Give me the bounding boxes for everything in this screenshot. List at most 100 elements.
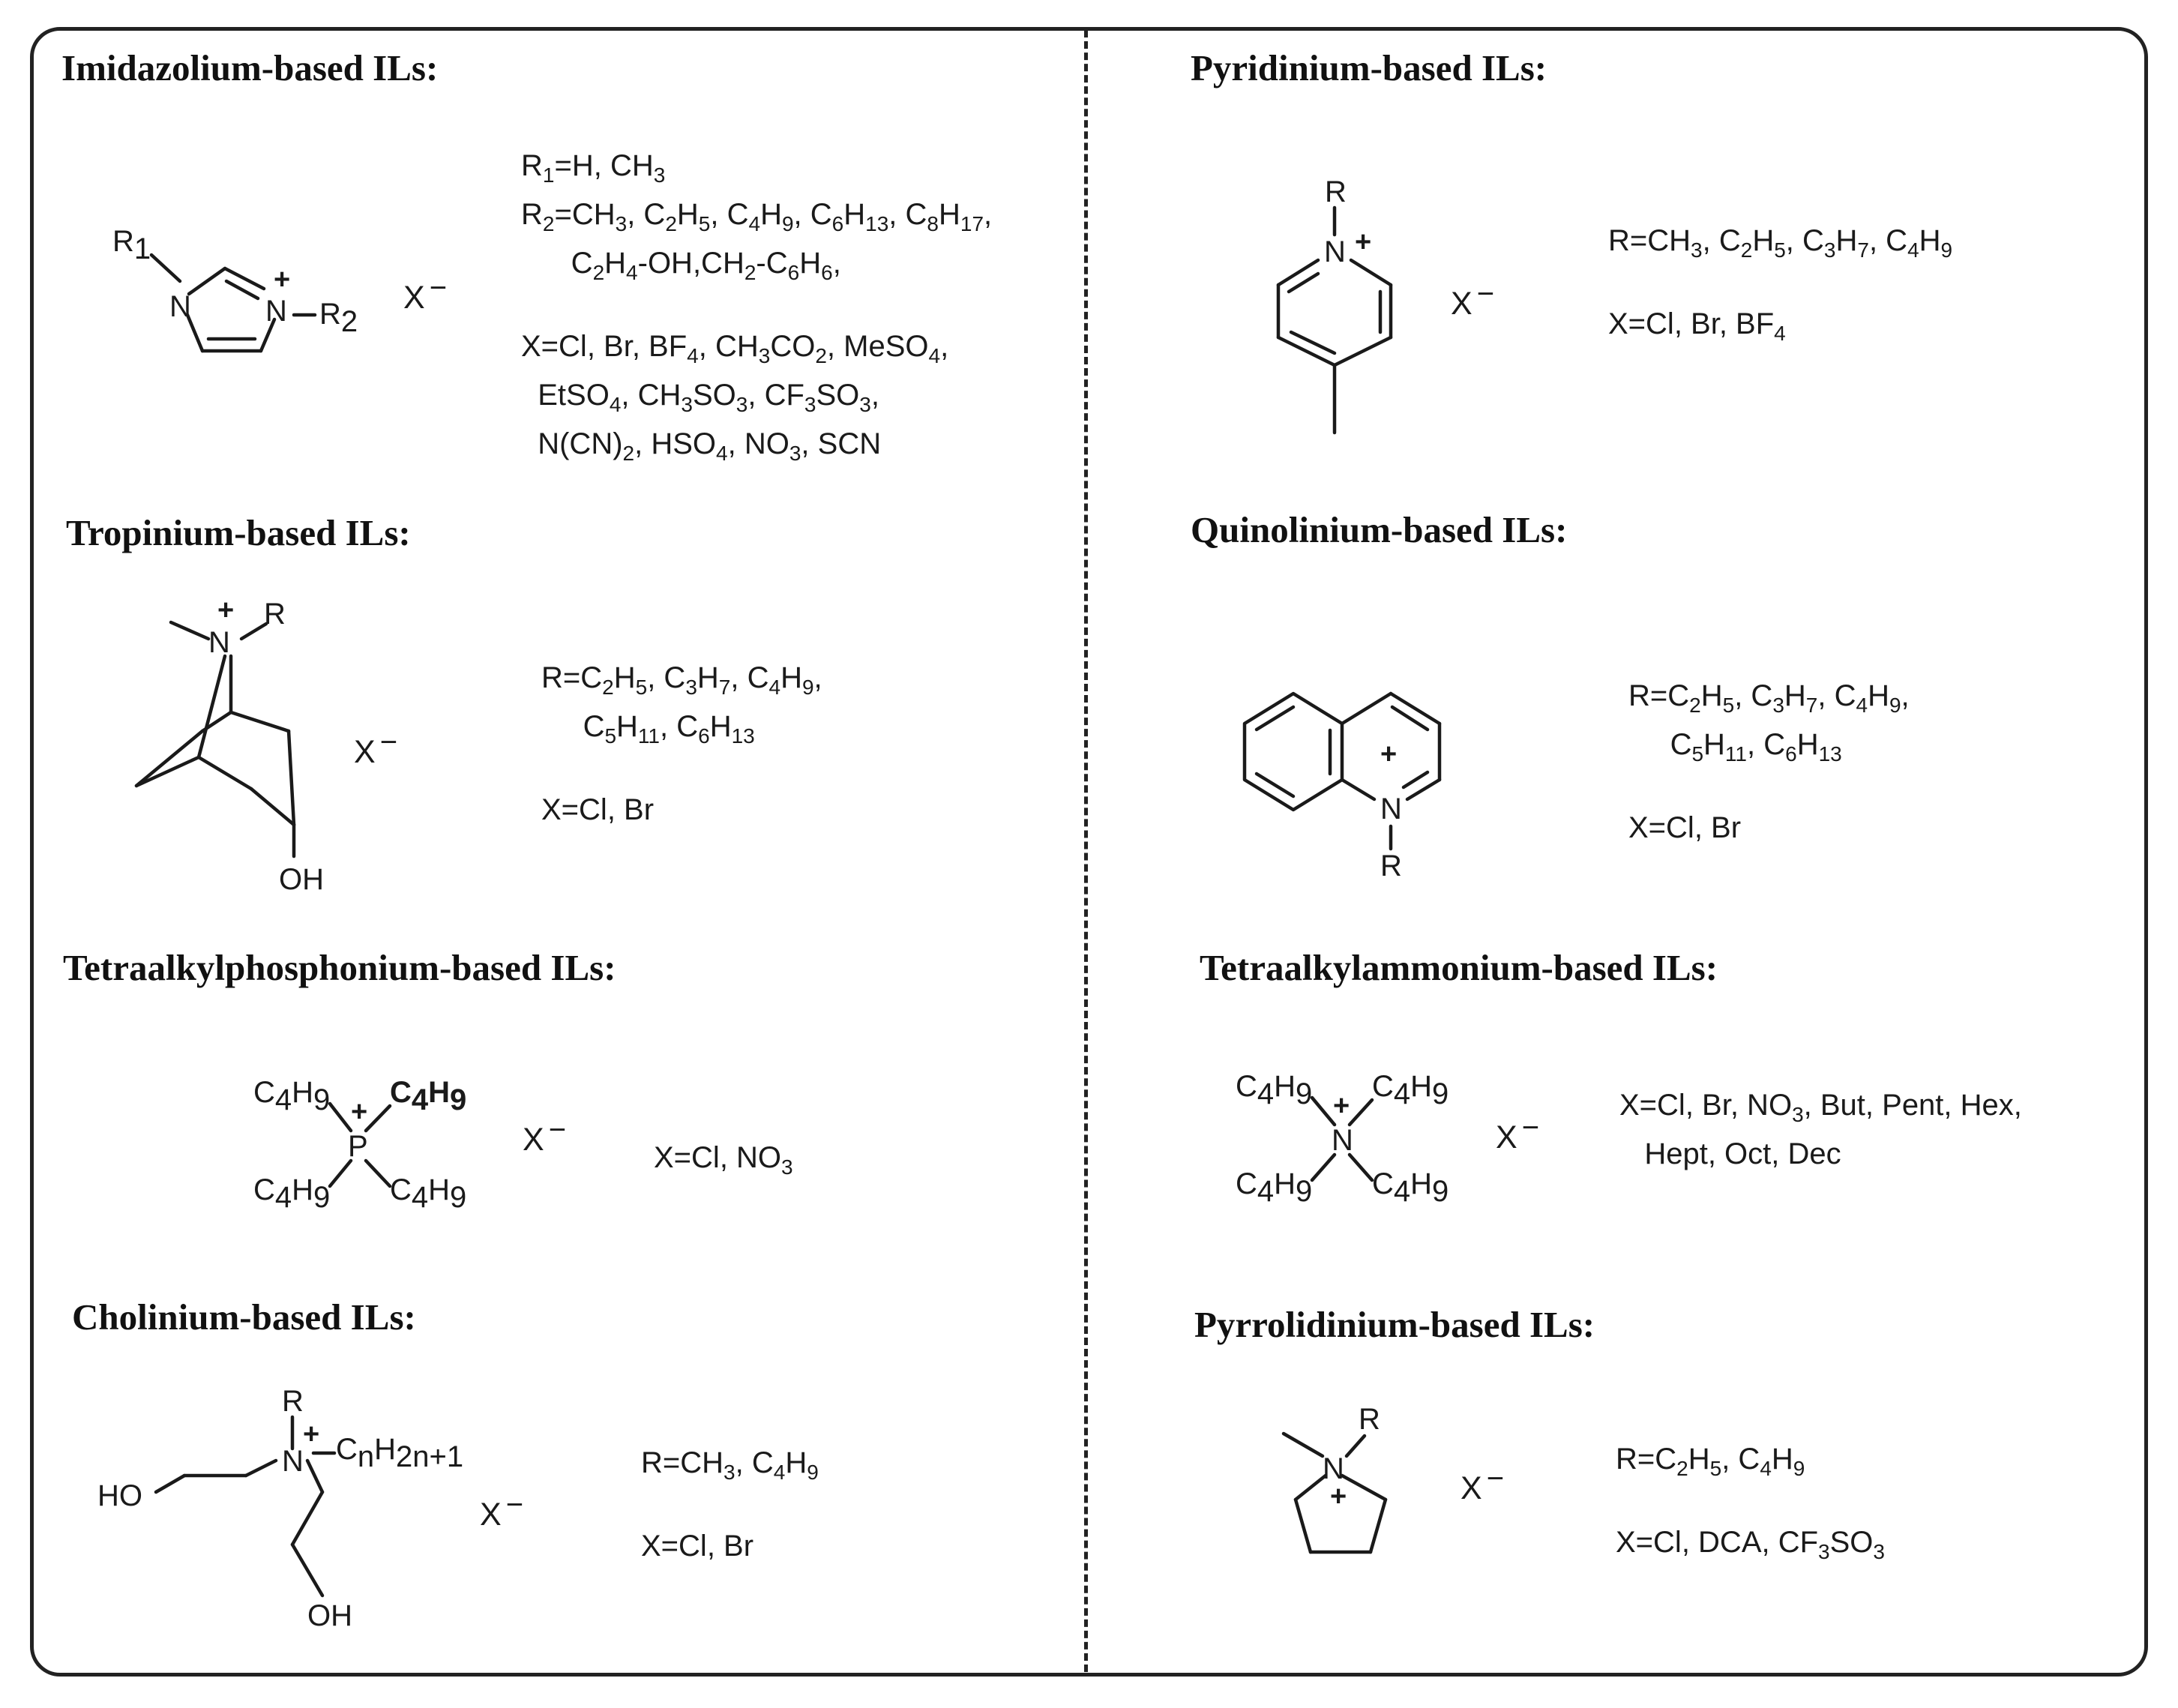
formula-text: H — [1703, 728, 1725, 761]
formula-text: N(CN) — [521, 427, 623, 460]
formula-text: , C — [627, 198, 666, 231]
quinolinium-title: Quinolinium-based ILs: — [1191, 509, 1568, 550]
quinolinium-charge: + — [1380, 739, 1397, 770]
tropinium-title: Tropinium-based ILs: — [66, 512, 411, 553]
formula-text: H — [709, 710, 732, 743]
formula-subscript: 3 — [685, 676, 697, 699]
formula-subscript: 5 — [1691, 742, 1704, 766]
formula-subscript: 2 — [665, 212, 677, 235]
formula-text: X=Cl, Br, NO — [1619, 1089, 1793, 1122]
cholinium-structure: R N + CnH2n+1 HO OH — [97, 1385, 463, 1632]
formula-text: CO — [770, 330, 816, 363]
formula-subscript: 3 — [653, 163, 666, 187]
formula-subscript: 11 — [637, 724, 660, 748]
formula-text: , C — [1702, 224, 1741, 257]
substituent-line: R=C2H5, C3H7, C4H9, — [1628, 676, 1910, 725]
ammonium-center-label: N — [1332, 1124, 1353, 1157]
formula-text: H — [604, 247, 627, 280]
phosphonium-chain-bottom-left: C4H9 — [253, 1173, 330, 1214]
quinolinium-structure: N + R — [1242, 691, 1442, 882]
formula-subscript: 3 — [681, 393, 693, 416]
formula-text: H — [938, 198, 960, 231]
quinolinium-r-label: R — [1380, 850, 1402, 882]
formula-subscript: 4 — [1856, 694, 1868, 717]
formula-subscript: 3 — [789, 442, 801, 465]
formula-text: H — [1835, 224, 1858, 257]
formula-text: , C — [647, 661, 686, 694]
formula-subscript: 4 — [928, 344, 941, 367]
formula-subscript: 6 — [787, 261, 800, 284]
formula-subscript: 5 — [1722, 694, 1735, 717]
formula-text: , C — [1785, 224, 1824, 257]
substituent-line: X=Cl, Br, NO3, But, Pent, Hex, — [1619, 1086, 2022, 1134]
substituent-line: X=Cl, Br — [1628, 808, 1910, 847]
formula-subscript: 6 — [831, 212, 844, 235]
formula-subscript: 5 — [1709, 1457, 1722, 1480]
formula-text: H — [1919, 224, 1941, 257]
formula-subscript: 4 — [1760, 1457, 1772, 1480]
formula-text: H — [613, 661, 636, 694]
formula-text: , — [870, 379, 879, 412]
formula-subscript: 3 — [615, 212, 628, 235]
formula-subscript: 4 — [716, 442, 728, 465]
pyrrolidinium-n-label: N — [1323, 1452, 1344, 1485]
formula-text: , — [1901, 679, 1910, 712]
substituent-spacer — [1608, 270, 1952, 304]
formula-subscript: 3 — [735, 393, 748, 416]
formula-subscript: 4 — [1774, 322, 1786, 345]
formula-text: , SCN — [801, 427, 882, 460]
formula-text: R — [521, 198, 543, 231]
ammonium-chain-top-left: C4H9 — [1236, 1070, 1312, 1110]
formula-subscript: 7 — [1805, 694, 1818, 717]
imidazolium-r2-label: R2 — [319, 298, 358, 338]
imidazolium-n1-label: N — [169, 290, 191, 323]
cholinium-title: Cholinium-based ILs: — [72, 1296, 416, 1338]
formula-text: H — [1688, 1443, 1710, 1476]
formula-subscript: 1 — [542, 163, 555, 187]
formula-subscript: 4 — [768, 676, 781, 699]
formula-subscript: 3 — [1772, 694, 1784, 717]
formula-text: H — [616, 710, 638, 743]
substituent-line: X=Cl, Br, BF4, CH3CO2, MeSO4, — [521, 327, 992, 376]
formula-subscript: 17 — [960, 212, 984, 235]
formula-subscript: 3 — [804, 393, 816, 416]
formula-subscript: 3 — [1792, 1103, 1804, 1126]
formula-text: , CF — [747, 379, 804, 412]
formula-text: H — [1752, 224, 1775, 257]
formula-text: , C — [1868, 224, 1908, 257]
substituent-line: X=Cl, Br — [541, 790, 822, 829]
formula-text: H — [760, 198, 782, 231]
formula-text: , C — [1721, 1443, 1760, 1476]
substituent-line: R=C2H5, C3H7, C4H9, — [541, 658, 822, 707]
formula-text: , — [813, 661, 822, 694]
formula-subscript: 3 — [1873, 1540, 1885, 1563]
ammonium-chain-top-right: C4H9 — [1372, 1070, 1449, 1110]
formula-subscript: 3 — [1691, 238, 1703, 262]
substituent-spacer — [521, 292, 992, 327]
formula-text: H — [1868, 679, 1889, 712]
ammonium-charge: + — [1333, 1090, 1350, 1122]
formula-subscript: 4 — [687, 344, 699, 367]
substituent-line: X=Cl, DCA, CF3SO3 — [1616, 1523, 1885, 1572]
formula-text: X=Cl, Br, BF — [521, 330, 688, 363]
substituent-line: R=CH3, C2H5, C3H7, C4H9 — [1608, 221, 1952, 270]
ammonium-counter-ion: X− — [1496, 1111, 1540, 1155]
substituent-spacer — [541, 756, 822, 790]
diagram-frame — [30, 27, 2148, 1677]
imidazolium-structure: R1 N N + R2 — [112, 225, 358, 353]
phosphonium-charge: + — [351, 1096, 367, 1128]
substituent-line: X=Cl, Br — [641, 1527, 819, 1566]
substituent-line: C2H4-OH,CH2-C6H6, — [521, 244, 992, 292]
formula-text: , CH — [698, 330, 759, 363]
ammonium-title: Tetraalkylammonium-based ILs: — [1200, 947, 1718, 988]
substituent-spacer — [1628, 774, 1910, 808]
substituent-line: R2=CH3, C2H5, C4H9, C6H13, C8H17, — [521, 195, 992, 244]
ammonium-chain-bottom-right: C4H9 — [1372, 1167, 1449, 1208]
substituent-line: R=CH3, C4H9 — [641, 1443, 819, 1492]
pyrrolidinium-title: Pyrrolidinium-based ILs: — [1194, 1304, 1595, 1345]
